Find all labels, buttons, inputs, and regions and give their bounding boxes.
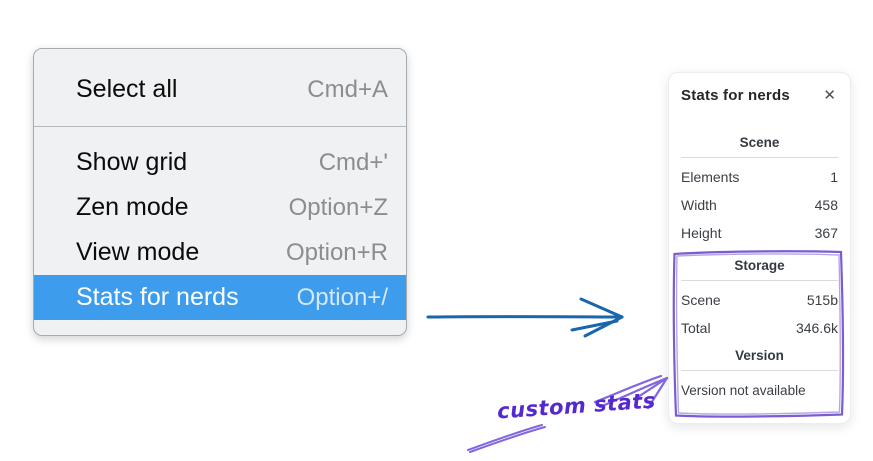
menu-item-shortcut: Cmd+' [318,148,388,176]
stat-label: Scene [681,292,721,308]
section-divider [681,370,838,371]
stat-row-width: Width 458 [681,191,838,219]
version-note: Version not available [681,383,806,398]
annotation-line [467,424,546,453]
stat-value: 1 [830,169,838,185]
stat-row-elements: Elements 1 [681,163,838,191]
menu-item-shortcut: Option+R [285,238,388,266]
section-heading-scene: Scene [739,135,780,150]
section-heading-version: Version [735,348,784,363]
section-divider [681,157,838,158]
menu-item-stats-for-nerds[interactable]: Stats for nerds Option+/ [34,275,406,320]
menu-item-shortcut: Option+Z [288,193,388,221]
annotation-label: custom stats [496,388,657,424]
stat-row-height: Height 367 [681,219,838,247]
section-heading-storage: Storage [734,258,785,273]
menu-item-zen-mode[interactable]: Zen mode Option+Z [34,185,406,230]
stat-label: Height [681,225,722,241]
context-menu: Select all Cmd+A Show grid Cmd+' Zen mod… [33,48,407,336]
stat-label: Elements [681,169,740,185]
stat-label: Total [681,320,711,336]
stat-label: Width [681,197,717,213]
stat-row-scene-size: Scene 515b [681,286,838,314]
stat-row-total-size: Total 346.6k [681,314,838,342]
menu-item-label: View mode [76,238,200,266]
stat-value: 515b [806,292,838,308]
close-icon[interactable]: ✕ [823,87,836,104]
stat-value: 367 [814,225,838,241]
stat-value: 346.6k [795,320,838,336]
menu-item-label: Stats for nerds [76,283,239,311]
menu-section-bottom: Show grid Cmd+' Zen mode Option+Z View m… [34,127,406,335]
menu-divider [34,126,406,127]
stats-panel: Stats for nerds ✕ Scene Elements 1 Width… [668,72,851,424]
menu-item-select-all[interactable]: Select all Cmd+A [34,67,406,112]
menu-item-shortcut: Option+/ [296,283,388,311]
stat-value: 458 [814,197,838,213]
menu-item-label: Select all [76,75,178,103]
menu-item-label: Show grid [76,148,188,176]
menu-section-top: Select all Cmd+A [34,49,406,126]
stats-panel-title: Stats for nerds [681,87,790,104]
menu-item-label: Zen mode [76,193,189,221]
stats-panel-header: Stats for nerds ✕ [681,87,838,104]
menu-item-shortcut: Cmd+A [307,75,388,103]
menu-item-show-grid[interactable]: Show grid Cmd+' [34,140,406,185]
menu-item-view-mode[interactable]: View mode Option+R [34,230,406,275]
blue-arrow [426,297,624,338]
section-divider [681,280,838,281]
